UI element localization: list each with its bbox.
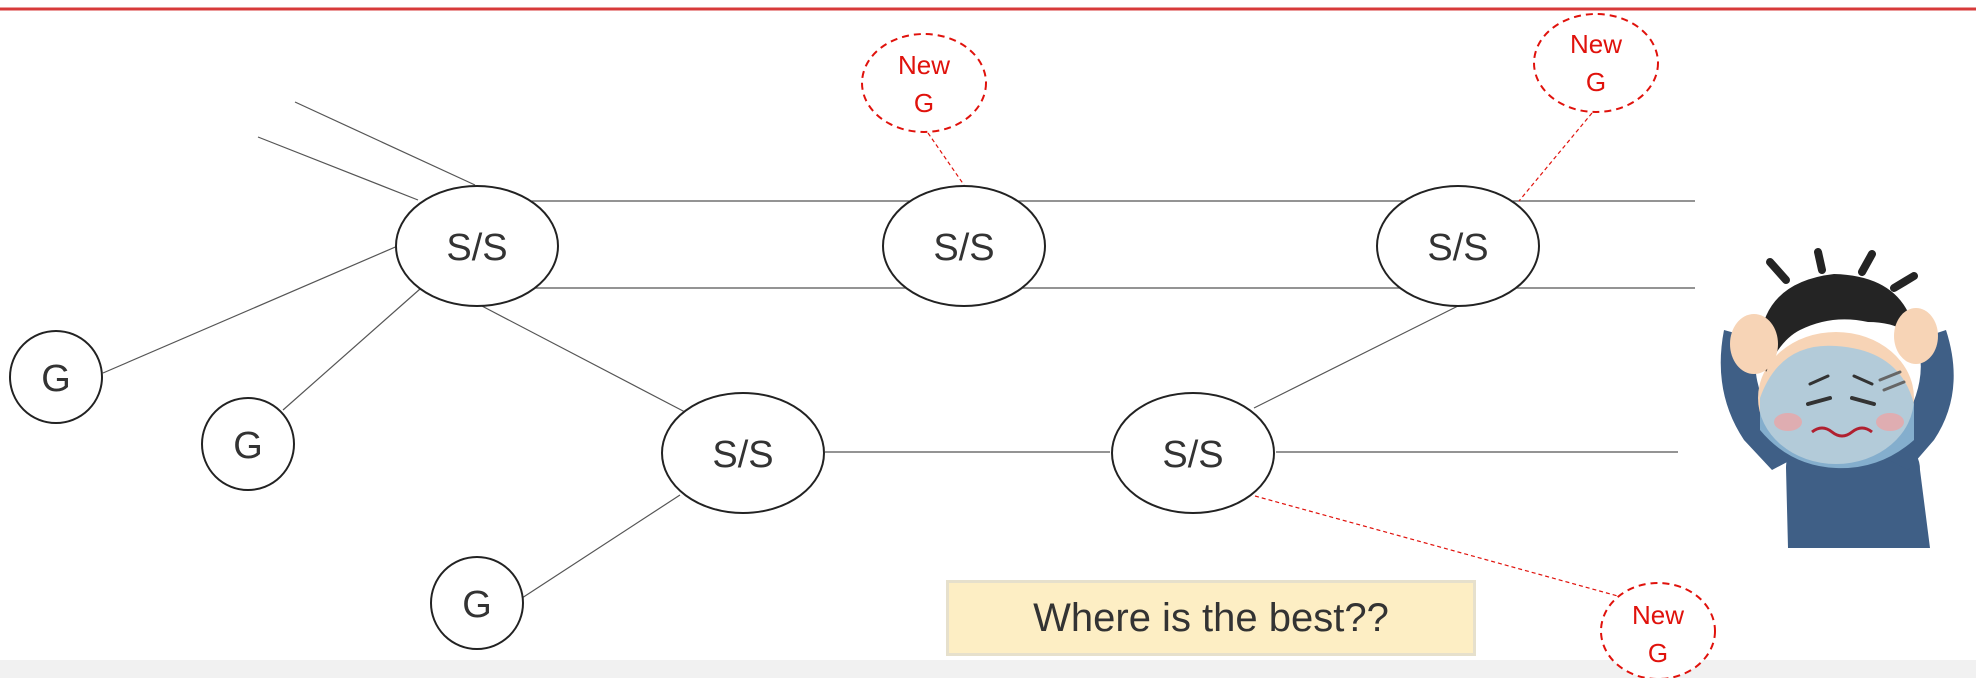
generator-g3: G xyxy=(430,556,524,650)
substation-label: S/S xyxy=(446,227,507,269)
substation-label: S/S xyxy=(712,434,773,476)
substation-ss3: S/S xyxy=(1376,185,1540,307)
substation-label: S/S xyxy=(1162,434,1223,476)
new-generator-label: New xyxy=(1632,600,1684,630)
substation-ss5: S/S xyxy=(1111,392,1275,514)
callout-text: Where is the best?? xyxy=(1033,595,1389,640)
generator-g1: G xyxy=(9,330,103,424)
new-generator-3: New G xyxy=(1600,582,1716,678)
line-ss5-ss3 xyxy=(1253,304,1461,409)
new-generator-label: G xyxy=(1648,638,1668,668)
line-ss1-g2 xyxy=(282,288,421,411)
new-generator-1: New G xyxy=(861,33,987,133)
generator-label: G xyxy=(233,425,263,467)
new-generator-label: New xyxy=(1570,29,1622,59)
substation-label: S/S xyxy=(933,227,994,269)
line-incoming-1 xyxy=(294,101,476,186)
new-generator-2: New G xyxy=(1533,13,1659,113)
substation-ss2: S/S xyxy=(882,185,1046,307)
line-ss4-g3 xyxy=(521,494,681,599)
new-generator-label: G xyxy=(1586,67,1606,97)
line-ss1-g1 xyxy=(102,244,401,374)
generator-g2: G xyxy=(201,397,295,491)
transmission-lines xyxy=(102,101,1695,599)
generator-label: G xyxy=(462,584,492,626)
new-generator-label: New xyxy=(898,50,950,80)
substation-ss1: S/S xyxy=(395,185,559,307)
new-connector-1 xyxy=(927,132,965,186)
line-incoming-2 xyxy=(257,136,419,201)
new-generator-label: G xyxy=(914,88,934,118)
substation-label: S/S xyxy=(1427,227,1488,269)
substation-ss4: S/S xyxy=(661,392,825,514)
new-connectors xyxy=(927,112,1626,599)
bottom-band xyxy=(0,660,1976,678)
new-connector-2 xyxy=(1518,112,1593,202)
generator-label: G xyxy=(41,358,71,400)
new-connector-3 xyxy=(1254,495,1626,599)
worried-person-icon xyxy=(1720,248,1954,548)
callout-box: Where is the best?? xyxy=(946,580,1476,656)
line-ss1-ss4 xyxy=(479,304,686,413)
